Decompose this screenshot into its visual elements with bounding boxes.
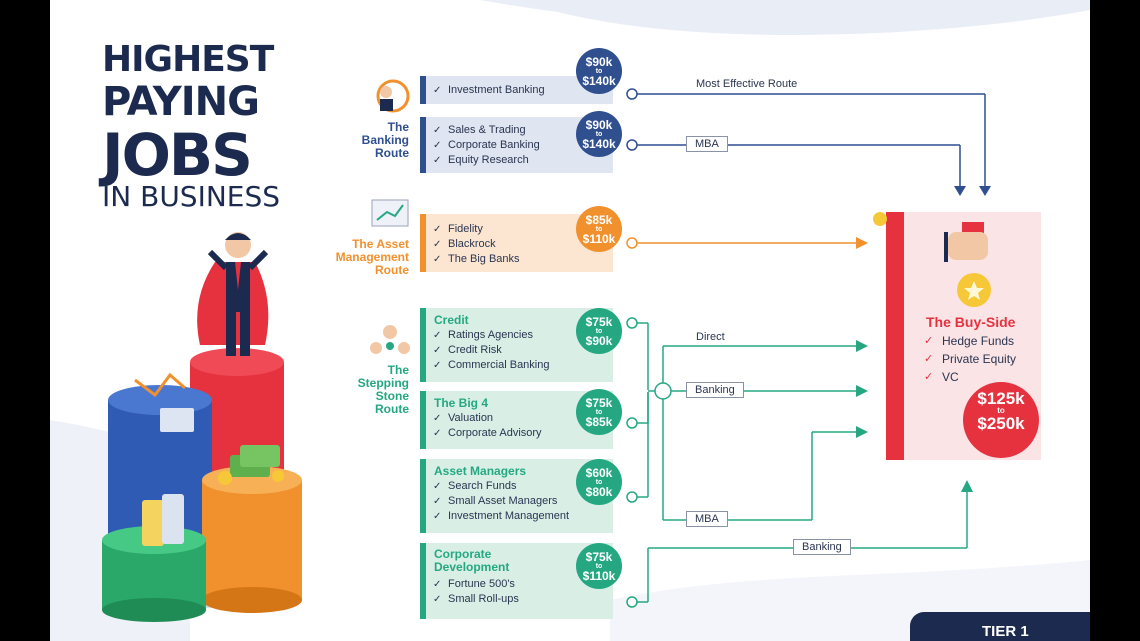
- asset-connector: [626, 237, 858, 249]
- arrow-head: [979, 186, 991, 196]
- tier1-brand: TIER 1: [910, 612, 1090, 641]
- pillar-stack-illustration: [102, 232, 302, 622]
- arrow-head: [856, 237, 868, 249]
- banking-route-icon: [376, 79, 410, 113]
- buyside-item: Hedge Funds: [924, 334, 1014, 348]
- arrow-head: [856, 426, 868, 438]
- title-line-1: HIGHEST: [102, 39, 274, 80]
- buyside-card-accent: [886, 212, 904, 460]
- path-label-banking-1: Banking: [686, 382, 744, 398]
- buyside-item: Private Equity: [924, 352, 1016, 366]
- arrow-head: [856, 385, 868, 397]
- stepping-route-icon: [370, 325, 410, 354]
- asset-route-icon: [371, 199, 409, 227]
- buyside-item: VC: [924, 370, 959, 384]
- buyside-title: The Buy-Side: [926, 314, 1016, 330]
- path-label-most-effective: Most Effective Route: [696, 78, 798, 90]
- path-label-mba-2: MBA: [686, 511, 728, 527]
- banking-connectors: [626, 88, 986, 188]
- title-line-2: PAYING: [102, 79, 260, 125]
- path-label-direct: Direct: [696, 331, 725, 343]
- title-line-4: IN BUSINESS: [102, 180, 281, 213]
- buyside-dot: [873, 212, 887, 226]
- arrow-head: [856, 340, 868, 352]
- medal-icon: [944, 222, 991, 307]
- title-line-3: JOBS: [102, 121, 253, 189]
- arrow-head: [961, 480, 973, 492]
- box-investment-banking: Investment Banking: [420, 76, 613, 104]
- path-label-mba-1: MBA: [686, 136, 728, 152]
- path-label-banking-2: Banking: [793, 539, 851, 555]
- arrow-head: [954, 186, 966, 196]
